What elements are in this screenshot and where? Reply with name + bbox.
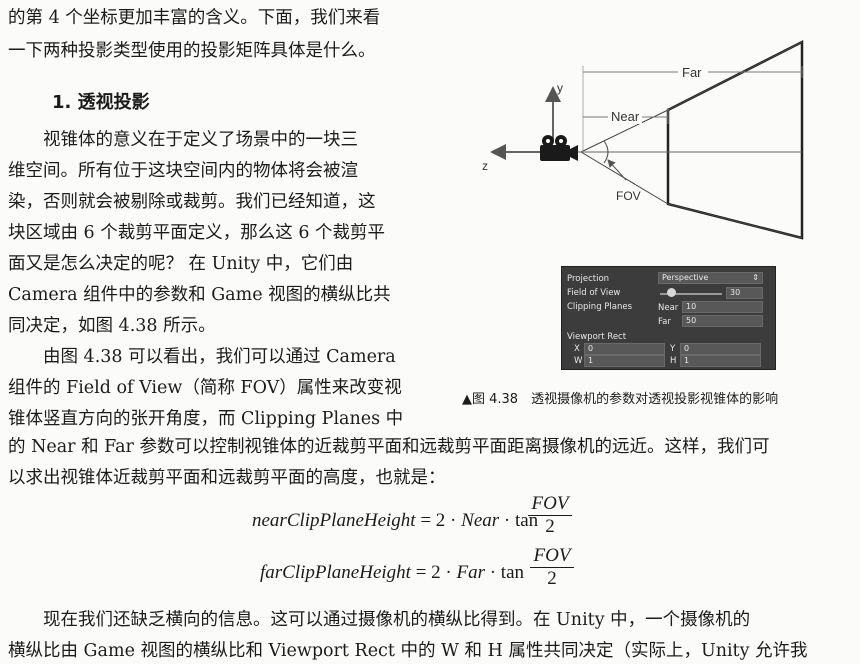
figure-caption: ▲图 4.38 透视摄像机的参数对透视投影视锥体的影响 (462, 392, 779, 407)
text-line: 横纵比由 Game 视图的横纵比和 Viewport Rect 中的 W 和 H… (8, 641, 808, 661)
w-field-label: W (574, 356, 583, 366)
frustum-edge (667, 41, 803, 111)
text-line: 块区域由 6 个裁剪平面定义，那么这 6 个裁剪平 (8, 223, 386, 243)
fov-input[interactable]: 30 (726, 287, 763, 299)
fov-label: FOV (616, 189, 641, 203)
fov-slider-handle[interactable] (667, 288, 676, 297)
y-field-label: Y (670, 344, 676, 354)
text-line: 以求出视锥体近裁剪平面和远裁剪平面的高度，也就是： (8, 468, 446, 488)
x-field-label: X (574, 344, 580, 354)
text-line: 一下两种投影类型使用的投影矩阵具体是什么。 (8, 41, 376, 61)
far-field-label: Far (658, 317, 671, 327)
frustum-diagram: Far Near y z FOV (482, 39, 804, 240)
text-line: 染，否则就会被剔除或裁剪。我们已经知道，这 (8, 192, 376, 212)
h-field-label: H (670, 356, 677, 366)
text-line: 面又是怎么决定的呢？ 在 Unity 中，它们由 (8, 254, 354, 274)
formula-lhs: nearClipPlaneHeight (252, 510, 416, 531)
near-input[interactable]: 10 (682, 301, 763, 313)
far-height-formula: farClipPlaneHeight = 2 · Far · tan (260, 562, 525, 583)
section-heading: 1. 透视投影 (52, 92, 150, 113)
x-input[interactable]: 0 (584, 343, 665, 355)
text-line: 组件的 Field of View（简称 FOV）属性来改变视 (8, 378, 402, 398)
text-line: 现在我们还缺乏横向的信息。这可以通过摄像机的横纵比得到。在 Unity 中，一个… (8, 610, 751, 630)
fov-pointer (607, 159, 627, 181)
text-line: 维空间。所有位于这块空间内的物体将会被渲 (8, 161, 358, 181)
fov-arc (603, 140, 609, 164)
y-input[interactable]: 0 (680, 343, 761, 355)
text-line: 视锥体的意义在于定义了场景中的一块三 (8, 130, 358, 150)
dropdown-arrow-icon: ⇕ (752, 273, 759, 282)
fov-fraction: FOV 2 (528, 493, 572, 538)
text-line: 由图 4.38 可以看出，我们可以通过 Camera (8, 347, 396, 367)
text-line: 锥体竖直方向的张开角度，而 Clipping Planes 中 (8, 409, 404, 429)
text-line: Camera 组件中的参数和 Game 视图的横纵比共 (8, 285, 391, 305)
text-line: 的 Near 和 Far 参数可以控制视锥体的近裁剪平面和远裁剪平面距离摄像机的… (8, 437, 770, 457)
near-height-formula: nearClipPlaneHeight = 2 · Near · tan (252, 510, 539, 531)
h-input[interactable]: 1 (680, 355, 761, 367)
fov-slider[interactable] (660, 293, 722, 295)
frustum-edge (667, 203, 803, 239)
clipping-planes-label: Clipping Planes (567, 302, 633, 312)
projection-dropdown[interactable]: Perspective ⇕ (658, 272, 763, 284)
formula-lhs: farClipPlaneHeight (260, 562, 411, 583)
near-field-label: Near (658, 303, 679, 313)
z-axis-label: z (482, 159, 488, 173)
text-line: 同决定，如图 4.38 所示。 (8, 316, 216, 336)
fov-field-label: Field of View (567, 288, 621, 298)
near-label: Near (611, 109, 640, 124)
fov-fraction: FOV 2 (530, 545, 574, 590)
far-label: Far (682, 65, 702, 80)
far-input[interactable]: 50 (682, 315, 763, 327)
camera-inspector-panel: Projection Perspective ⇕ Field of View 3… (561, 266, 776, 370)
text-line: 的第 4 个坐标更加丰富的含义。下面，我们来看 (8, 8, 381, 28)
w-input[interactable]: 1 (584, 355, 665, 367)
camera-icon (540, 135, 578, 161)
projection-value: Perspective (662, 273, 709, 282)
viewport-rect-label: Viewport Rect (567, 332, 627, 342)
projection-label: Projection (567, 274, 610, 284)
y-axis-label: y (557, 81, 563, 95)
